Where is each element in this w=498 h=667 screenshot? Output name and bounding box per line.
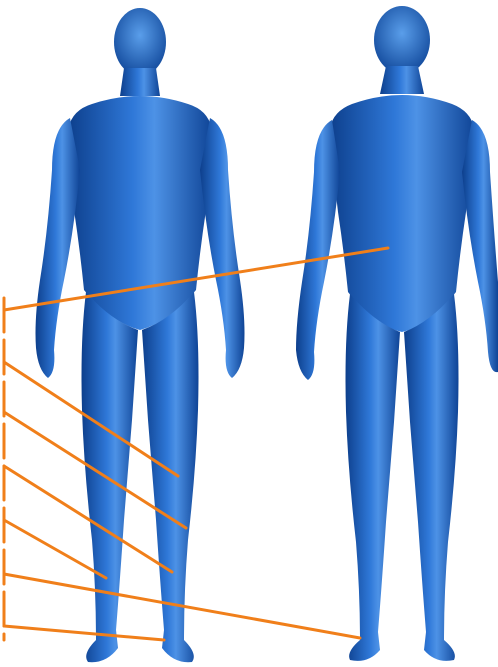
front-right-arm — [200, 118, 245, 378]
back-left-leg — [346, 294, 401, 661]
back-figure — [296, 6, 498, 661]
leader-line-ankle-front — [4, 520, 106, 578]
back-right-arm — [462, 120, 498, 372]
front-figure — [36, 8, 245, 662]
front-left-leg — [82, 292, 139, 662]
back-neck — [380, 66, 424, 94]
back-head — [374, 6, 430, 74]
front-left-arm — [36, 118, 81, 378]
back-right-leg — [404, 294, 459, 661]
back-left-arm — [296, 120, 340, 380]
front-neck — [120, 68, 160, 96]
front-head — [114, 8, 166, 76]
leader-line-foot-front — [4, 626, 164, 640]
